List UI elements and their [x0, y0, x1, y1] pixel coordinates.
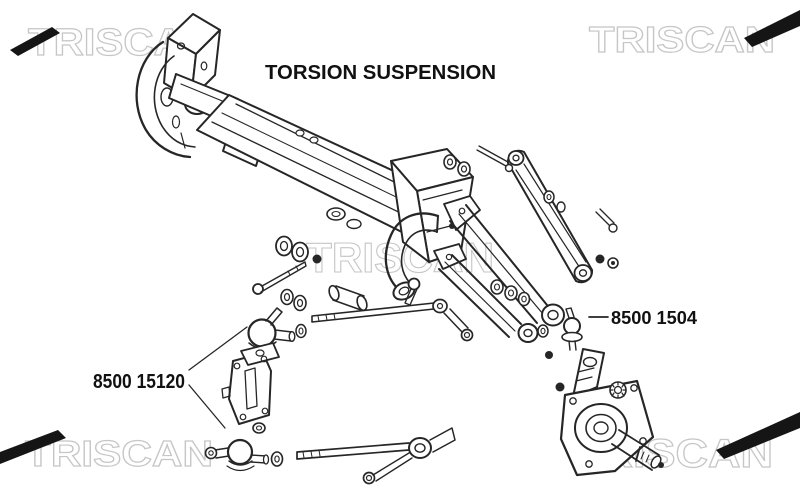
shock-link	[506, 149, 594, 284]
lower-control-arm	[433, 243, 539, 343]
leader-lines	[188, 316, 609, 429]
bottom-long-bolt	[296, 427, 456, 460]
steering-knuckle	[537, 324, 664, 477]
hex-bolt-diagonal	[443, 308, 474, 342]
small-hardware-top-right	[443, 145, 619, 269]
center-bracket	[390, 148, 474, 263]
washer-trio	[490, 279, 531, 307]
ball-joint-upper-right	[561, 307, 583, 351]
long-bolt-middle	[311, 298, 448, 323]
corner-slash-icons	[0, 10, 800, 464]
part-label-right: 8500 1504	[611, 308, 697, 328]
spindle	[611, 429, 664, 471]
hex-bolt-bottom	[362, 452, 413, 485]
ball-pin-upper	[252, 261, 307, 295]
triscan-watermark-top-right: TRISCAN	[589, 19, 775, 60]
ball-pin-center	[404, 277, 421, 306]
idler-link-assembly	[221, 307, 307, 434]
corner-slash-icon-bottom-left	[0, 430, 66, 464]
corner-slash-icon-top-left	[10, 27, 60, 56]
part-label-left: 8500 15120	[93, 371, 185, 393]
castle-nut	[609, 381, 627, 399]
corner-slash-icon-bottom-right	[716, 412, 800, 459]
corner-slash-icon-top-right	[744, 10, 800, 47]
bushing-washers-left	[275, 235, 322, 312]
tie-rod-end	[204, 438, 284, 472]
torsion-suspension-diagram	[135, 13, 664, 485]
diagram-title: TORSION SUSPENSION	[265, 62, 496, 84]
sleeve-bushing	[328, 284, 368, 312]
